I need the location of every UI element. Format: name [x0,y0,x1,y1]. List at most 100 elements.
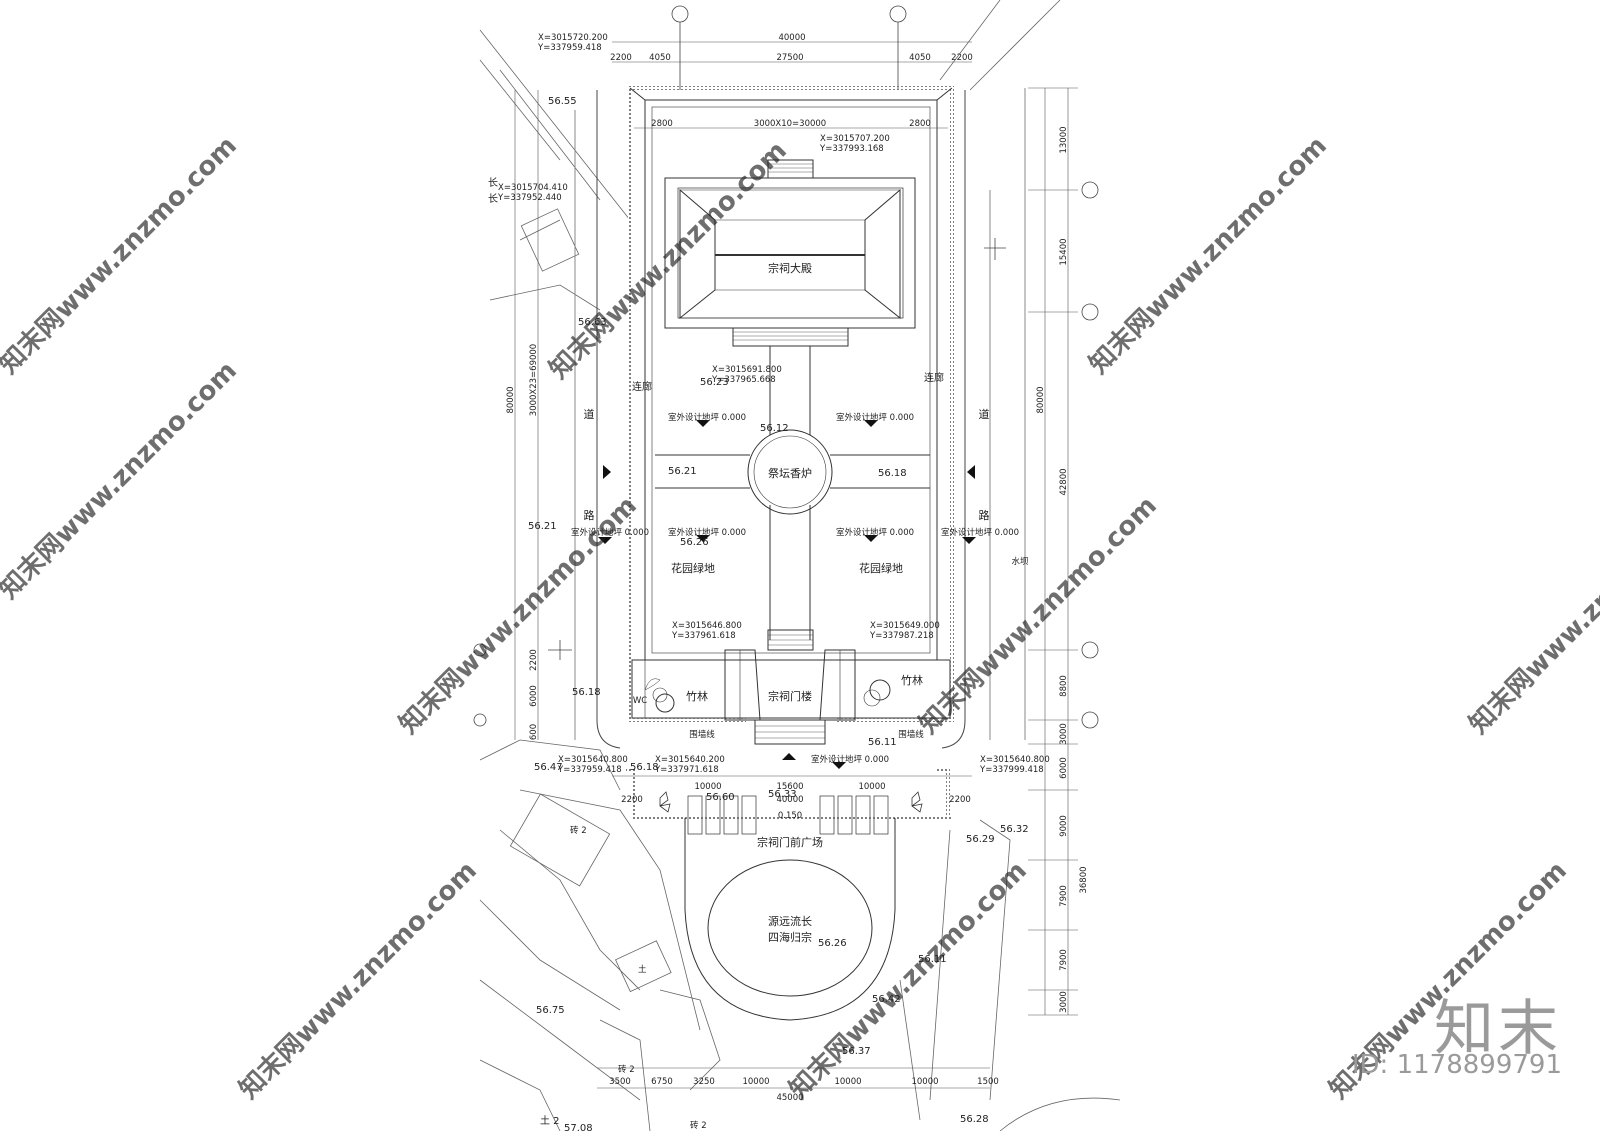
watermark-1: 知末网www.znzmo.com [0,131,243,380]
dim-left-grid: 3000X23=69000 [529,344,539,416]
elev-5: 56.21 [668,466,697,477]
label-bamboo-right: 竹林 [901,673,923,687]
label-garden-right: 花园绿地 [859,561,903,575]
label-wall-line-left: 围墙线 [689,729,715,740]
coord-1-x: X=3015720.200 [538,33,608,43]
elev-22: 57.08 [564,1123,593,1131]
label-grade-4: 室外设计地坪 0.000 [836,527,914,538]
label-side-char-1: 长 [488,177,498,189]
dim-bot-6: 10000 [911,1077,938,1087]
elev-21: 56.75 [536,1005,565,1016]
watermark-3: 知末网www.znzmo.com [1084,131,1333,380]
elev-8: 56.26 [680,537,709,548]
watermark-7: 知末网www.znzmo.com [1464,491,1600,740]
image-id-label: ID: 1178899791 [1351,1050,1562,1080]
elev-18: 56.11 [918,954,947,965]
coord-5-y: Y=337961.618 [671,631,736,641]
grade-markers [598,420,976,769]
label-plaza-motto-2: 四海归宗 [768,930,812,944]
label-main-hall: 宗祠大殿 [768,261,812,275]
elev-15: 56.29 [966,834,995,845]
dim-right-5: 3000 [1059,723,1069,745]
label-mark-2d: 砖 2 [690,1120,707,1131]
label-grade-7: 室外设计地坪 0.000 [811,754,889,765]
label-bamboo-left: 竹林 [686,689,708,703]
elev-6: 56.18 [878,468,907,479]
dim-mid-edge-left: 2200 [621,795,643,805]
side-roads [574,88,1026,749]
elev-9: 56.18 [572,687,601,698]
dim-inner-left: 2800 [651,119,673,129]
coord-9-y: Y=337999.418 [979,765,1044,775]
dim-top-a: 4050 [649,53,671,63]
dim-right-2: 15400 [1059,238,1069,265]
enclosure-wall [626,86,954,819]
coord-2-y: Y=337993.168 [819,144,884,154]
dim-right-6: 6000 [1059,757,1069,779]
dim-left-b: 6000 [529,685,539,707]
elev-10: 56.18 [630,762,659,773]
survey-coordinates: X=3015720.200 Y=337959.418 X=3015707.200… [497,33,1050,775]
elev-17: 56.26 [818,938,847,949]
grid-axis-markers [473,5,1099,729]
coord-7-y: Y=337959.418 [557,765,622,775]
label-grade-6: 室外设计地坪 0.000 [941,527,1019,538]
dim-right-total-2: 36800 [1079,866,1089,893]
label-gate: 宗祠门楼 [768,689,812,703]
label-corridor-right: 连廊 [924,371,944,384]
coord-6-y: Y=337987.218 [869,631,934,641]
dim-top-b: 4050 [909,53,931,63]
elev-2: 56.63 [578,317,607,328]
label-grade-3: 室外设计地坪 0.000 [668,527,746,538]
dim-top-left: 2200 [610,53,632,63]
elev-20: 56.37 [842,1046,871,1057]
dim-top-total: 40000 [778,33,805,43]
dim-right-9: 7900 [1059,949,1069,971]
label-wall-line-right: 围墙线 [898,729,924,740]
elev-4: 56.12 [760,423,789,434]
coord-9-x: X=3015640.800 [980,755,1050,765]
coord-6-x: X=3015649.000 [870,621,940,631]
coord-3-y: Y=337952.440 [497,193,562,203]
dimension-texts: 40000 2200 4050 27500 4050 2200 2800 300… [506,33,1089,1103]
label-wc: WC [633,696,647,706]
front-plaza [659,791,923,1021]
coord-8-x: X=3015640.200 [655,755,725,765]
elev-23: 56.28 [960,1114,989,1125]
label-mark-2a: 砖 2 [570,825,587,836]
coord-8-y: Y=337971.618 [654,765,719,775]
label-plaza: 宗祠门前广场 [757,835,823,849]
watermark-8: 知末网www.znzmo.com [234,856,483,1105]
plan-labels: 宗祠大殿 祭坛香炉 宗祠门楼 宗祠门前广场 源远流长 四海归宗 花园绿地 花园绿… [488,177,1029,1131]
dim-right-3: 42800 [1059,468,1069,495]
label-plaza-grade: 0.150 [778,811,802,821]
dim-top-right: 2200 [951,53,973,63]
label-road-left-2: 路 [584,509,595,522]
elev-3: 56.23 [700,377,729,388]
dim-mid-left: 10000 [694,782,721,792]
label-road-right-2: 路 [979,509,990,522]
dim-bot-4: 10000 [742,1077,769,1087]
elev-1: 56.55 [548,96,577,107]
label-mark-2b: 砖 2 [618,1064,635,1075]
elev-13: 56.60 [706,792,735,803]
compound-structure [629,87,953,745]
dim-left-total: 80000 [506,386,516,413]
dim-left-a: 2200 [529,649,539,671]
elev-14: 56.33 [768,789,797,800]
elev-12: 56.47 [534,762,563,773]
dim-mid-right: 10000 [858,782,885,792]
label-grade-5: 室外设计地坪 0.000 [571,527,649,538]
watermark-5: 知末网www.znzmo.com [394,491,643,740]
coord-4-y: Y=337965.668 [711,375,776,385]
dim-bot-7: 1500 [977,1077,999,1087]
dim-right-4: 8800 [1059,675,1069,697]
label-garden-left: 花园绿地 [671,561,715,575]
dim-bot-2: 6750 [651,1077,673,1087]
dimension-lines [514,41,1078,1089]
coord-2-x: X=3015707.200 [820,134,890,144]
dim-right-1: 13000 [1059,126,1069,153]
coord-4-x: X=3015691.800 [712,365,782,375]
terrain-lines [479,0,1121,1131]
